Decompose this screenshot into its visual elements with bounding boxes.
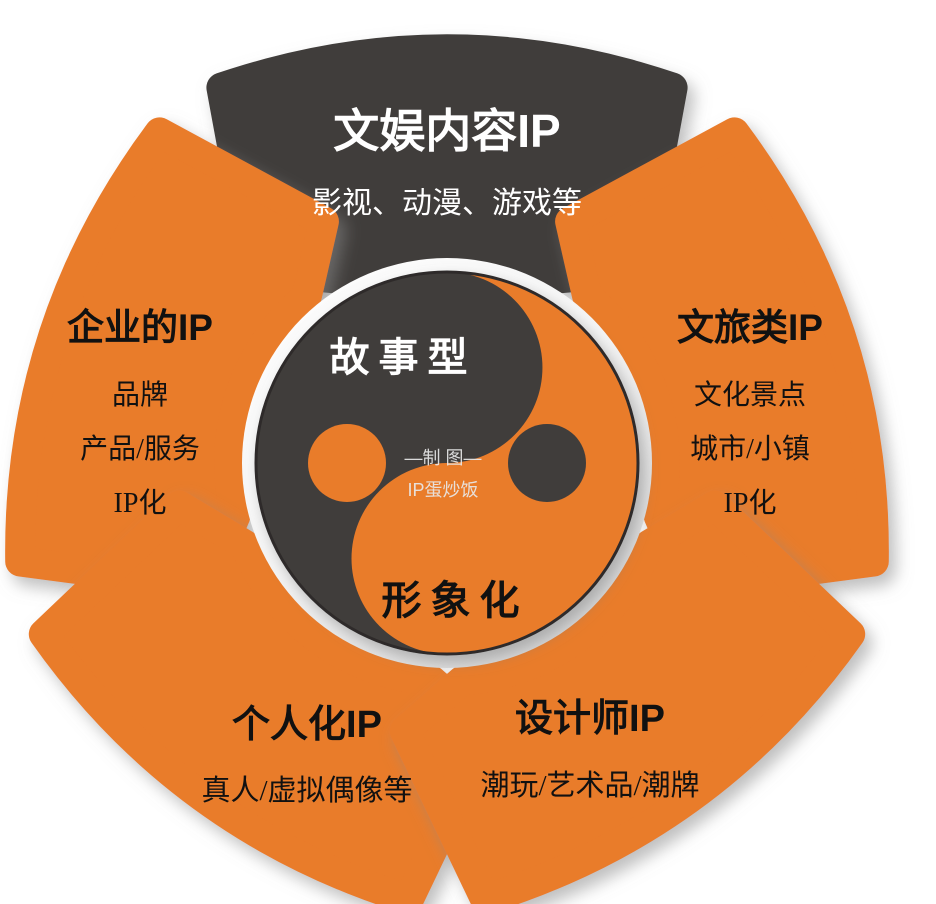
- petal-wenlv-line-0: 文化景点: [694, 379, 806, 411]
- petal-wenlv[interactable]: [555, 117, 889, 602]
- petal-wenlv-shape: [555, 117, 889, 602]
- petal-qiye-line-2: IP化: [114, 487, 167, 519]
- petal-wenlv-line-2: IP化: [724, 487, 777, 519]
- petal-sheji-shape: [389, 490, 866, 904]
- watermark-line-1: —制 图—: [404, 448, 481, 468]
- petal-wenyu-line-0: 影视、动漫、游戏等: [312, 187, 582, 220]
- taiji-dot-dark: [508, 424, 586, 502]
- petal-qiye[interactable]: [5, 117, 339, 602]
- petal-sheji[interactable]: [389, 490, 866, 904]
- petal-sheji-line-0: 潮玩/艺术品/潮牌: [480, 769, 699, 802]
- petal-qiye-labels: 企业的IP 品牌 产品/服务 IP化: [67, 306, 213, 519]
- watermark-line-2: IP蛋炒饭: [407, 480, 478, 500]
- petal-wenlv-line-1: 城市/小镇: [690, 433, 810, 465]
- petal-wenyu-labels: 文娱内容IP 影视、动漫、游戏等: [312, 105, 582, 220]
- taiji-orange-half: [351, 273, 637, 653]
- petal-qiye-line-1: 产品/服务: [80, 433, 200, 465]
- taiji-outline: [254, 270, 640, 656]
- petals-real: [5, 34, 889, 904]
- petal-geren-line-0: 真人/虚拟偶像等: [201, 774, 412, 807]
- center-label-bottom: 形象化: [382, 579, 529, 623]
- petal-qiye-title: 企业的IP: [67, 306, 213, 348]
- petal-geren-shape: [28, 490, 505, 904]
- petal-qiye-line-0: 品牌: [112, 379, 168, 411]
- petal-geren[interactable]: [28, 490, 505, 904]
- petal-qiye-shape: [5, 117, 339, 602]
- petal-wenyu-title: 文娱内容IP: [333, 105, 560, 157]
- petal-wenlv-labels: 文旅类IP 文化景点 城市/小镇 IP化: [677, 307, 823, 519]
- petal-wenlv-title: 文旅类IP: [677, 307, 823, 348]
- taiji-dot-orange: [308, 424, 386, 502]
- petal-sheji-title: 设计师IP: [515, 698, 665, 740]
- center-label-top: 故事型: [330, 336, 477, 380]
- petal-geren-title: 个人化IP: [232, 704, 382, 746]
- taiji-symbol[interactable]: [254, 270, 640, 656]
- petal-sheji-labels: 设计师IP 潮玩/艺术品/潮牌: [480, 698, 699, 802]
- petal-geren-labels: 个人化IP 真人/虚拟偶像等: [201, 704, 412, 807]
